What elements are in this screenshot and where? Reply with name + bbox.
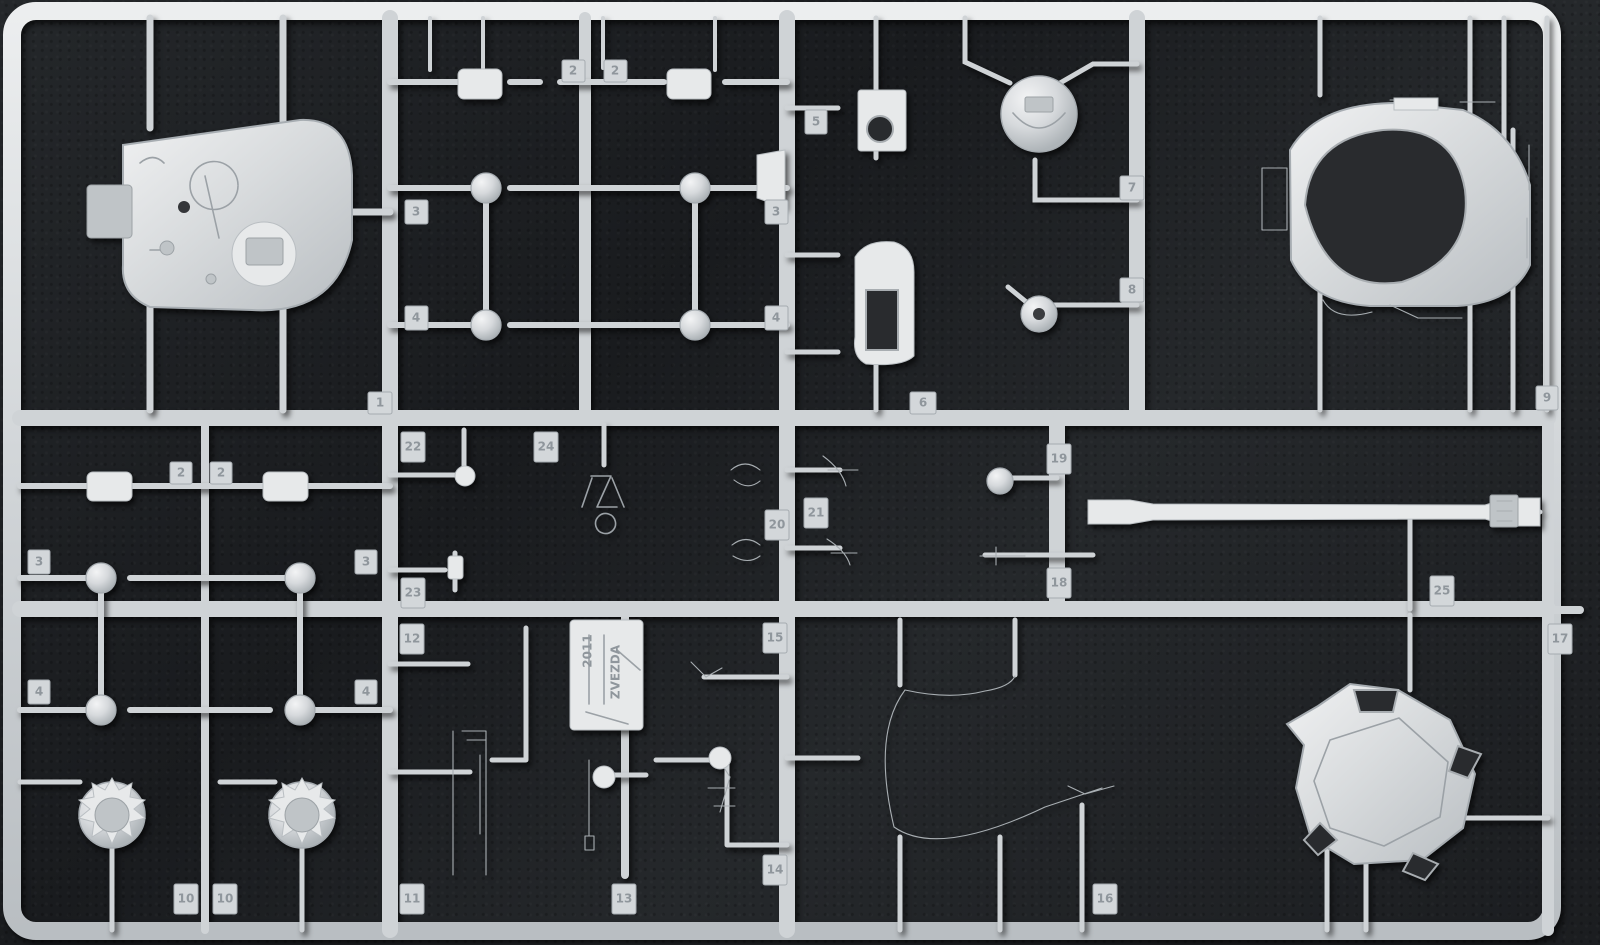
svg-text:2011: 2011 <box>581 634 595 667</box>
svg-text:24: 24 <box>538 440 555 454</box>
part-number-8: 8 <box>1119 277 1145 303</box>
part-number-18: 18 <box>1046 567 1072 599</box>
part-number-4d: 4 <box>354 679 378 705</box>
svg-text:2: 2 <box>611 64 619 78</box>
lower-right-cable-and-hatch-section <box>784 612 1551 933</box>
svg-text:5: 5 <box>812 115 820 129</box>
part-number-10b: 10 <box>212 883 238 915</box>
left-lower-wheel-section <box>17 471 393 933</box>
svg-text:2: 2 <box>217 466 225 480</box>
molded-brand-mark: 2011 ZVEZDA <box>581 634 623 699</box>
svg-text:12: 12 <box>404 632 421 646</box>
svg-text:19: 19 <box>1051 452 1068 466</box>
svg-text:4: 4 <box>35 685 43 699</box>
part-number-15: 15 <box>762 622 788 654</box>
part-number-2a: 2 <box>561 59 586 83</box>
svg-text:14: 14 <box>767 863 784 877</box>
svg-text:11: 11 <box>404 892 421 906</box>
svg-text:3: 3 <box>412 205 420 219</box>
part-number-4c: 4 <box>27 679 51 705</box>
svg-text:6: 6 <box>919 396 927 410</box>
sprocket-right <box>267 777 337 849</box>
svg-text:ZVEZDA: ZVEZDA <box>609 644 623 699</box>
part-number-3c: 3 <box>27 549 51 575</box>
svg-text:15: 15 <box>767 631 784 645</box>
top-right-hatch-section <box>784 15 1140 413</box>
part-number-16: 16 <box>1092 883 1118 915</box>
part-number-24: 24 <box>533 431 559 463</box>
svg-text:17: 17 <box>1552 632 1569 646</box>
part-number-2c: 2 <box>169 461 193 485</box>
part-number-4b: 4 <box>764 305 789 331</box>
part-number-17: 17 <box>1547 623 1573 655</box>
svg-text:3: 3 <box>362 555 370 569</box>
svg-text:3: 3 <box>772 205 780 219</box>
part-number-12: 12 <box>399 623 425 655</box>
svg-text:4: 4 <box>412 311 420 325</box>
svg-text:23: 23 <box>405 586 422 600</box>
svg-text:18: 18 <box>1051 576 1068 590</box>
svg-text:25: 25 <box>1434 584 1451 598</box>
sprocket-left <box>77 777 147 849</box>
svg-text:4: 4 <box>772 311 780 325</box>
number-tags: 1 2 2 3 3 4 4 5 6 7 8 9 2 2 3 3 4 4 10 1… <box>27 59 1573 915</box>
part-number-14: 14 <box>762 854 788 886</box>
svg-text:1: 1 <box>376 396 384 410</box>
top-right-ring-section <box>1261 15 1550 413</box>
middle-small-parts-section <box>387 422 790 876</box>
turret-cage-section <box>86 14 394 414</box>
part-number-11: 11 <box>399 883 425 915</box>
part-number-13: 13 <box>611 883 637 915</box>
part-number-25: 25 <box>1429 575 1455 607</box>
svg-text:21: 21 <box>808 506 825 520</box>
part-number-2d: 2 <box>209 461 233 485</box>
svg-text:10: 10 <box>217 892 234 906</box>
part-number-22: 22 <box>400 431 426 463</box>
part-number-23: 23 <box>400 577 426 609</box>
part-number-3a: 3 <box>404 199 429 225</box>
svg-text:2: 2 <box>177 466 185 480</box>
svg-text:20: 20 <box>769 518 786 532</box>
part-number-21: 21 <box>803 497 829 529</box>
part-number-1: 1 <box>367 391 393 415</box>
svg-text:8: 8 <box>1128 283 1136 297</box>
right-middle-small-parts-section <box>784 455 1543 612</box>
part-number-3b: 3 <box>764 199 789 225</box>
svg-text:13: 13 <box>616 892 633 906</box>
svg-text:7: 7 <box>1128 181 1136 195</box>
svg-text:3: 3 <box>35 555 43 569</box>
part-number-7: 7 <box>1119 175 1145 201</box>
part-number-2b: 2 <box>603 59 628 83</box>
part-number-5: 5 <box>804 109 828 135</box>
part-number-9: 9 <box>1535 385 1559 411</box>
svg-text:9: 9 <box>1543 391 1551 405</box>
part-number-4a: 4 <box>404 305 429 331</box>
svg-text:10: 10 <box>178 892 195 906</box>
svg-text:2: 2 <box>569 64 577 78</box>
part-number-20: 20 <box>764 509 790 541</box>
part-number-3d: 3 <box>354 549 378 575</box>
svg-text:16: 16 <box>1097 892 1114 906</box>
part-number-10a: 10 <box>173 883 199 915</box>
svg-text:22: 22 <box>405 440 422 454</box>
part-number-6: 6 <box>909 391 937 415</box>
svg-text:4: 4 <box>362 685 370 699</box>
part-number-19: 19 <box>1046 443 1072 475</box>
